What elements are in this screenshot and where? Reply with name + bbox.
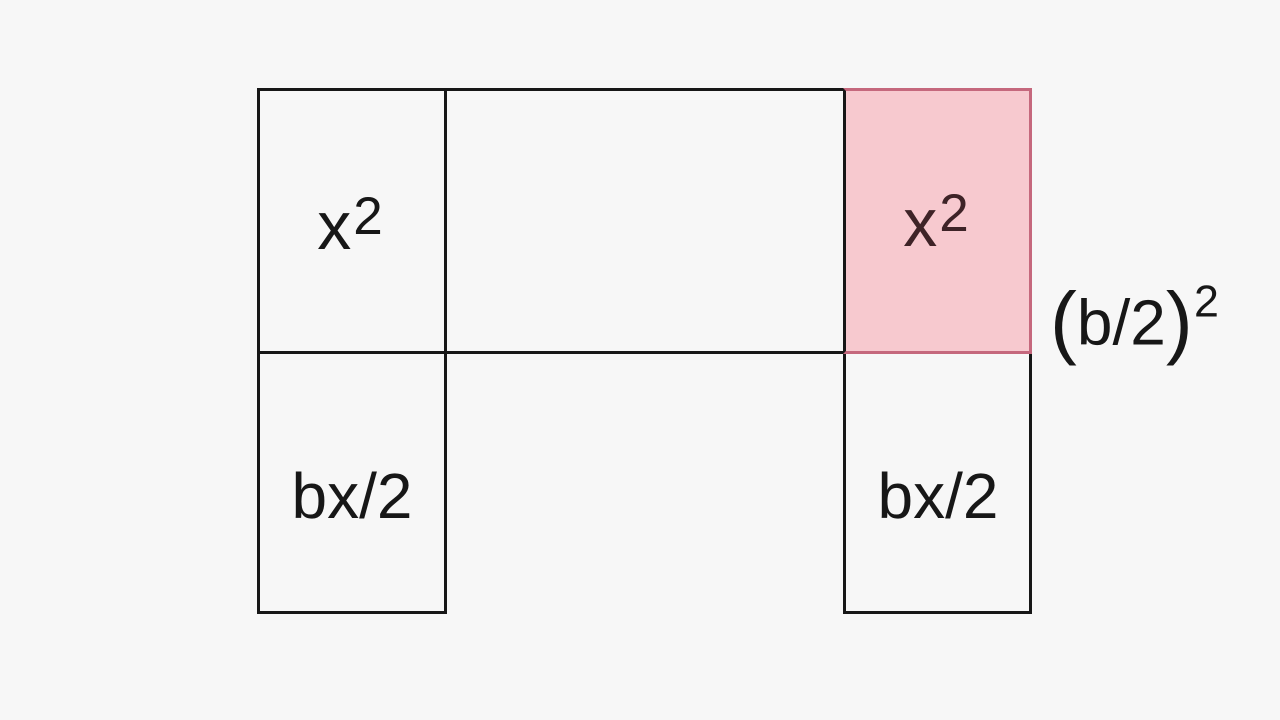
label-bx-over-2-right: bx/2 [878, 464, 999, 528]
open-paren: ( [1050, 276, 1077, 367]
label-exponent: 2 [1194, 276, 1219, 327]
close-paren: ) [1165, 276, 1193, 367]
label-x-squared-left: x2 [317, 187, 383, 260]
label-bx-over-2-left: bx/2 [292, 464, 413, 528]
label-base: x [903, 185, 938, 261]
label-x-squared-pink: x2 [903, 184, 969, 257]
label-inner: b/2 [1076, 286, 1166, 359]
label-text: bx/2 [291, 460, 413, 532]
label-base: x [317, 188, 352, 264]
cell-bx-over-2-left [257, 351, 447, 614]
label-b-over-2-squared: (b/2)2 [1050, 276, 1219, 367]
cell-x-squared-pink-highlight [843, 88, 1032, 354]
cell-empty-middle [444, 88, 846, 354]
label-text: bx/2 [877, 460, 999, 532]
label-exponent: 2 [353, 187, 383, 247]
label-exponent: 2 [939, 184, 969, 244]
